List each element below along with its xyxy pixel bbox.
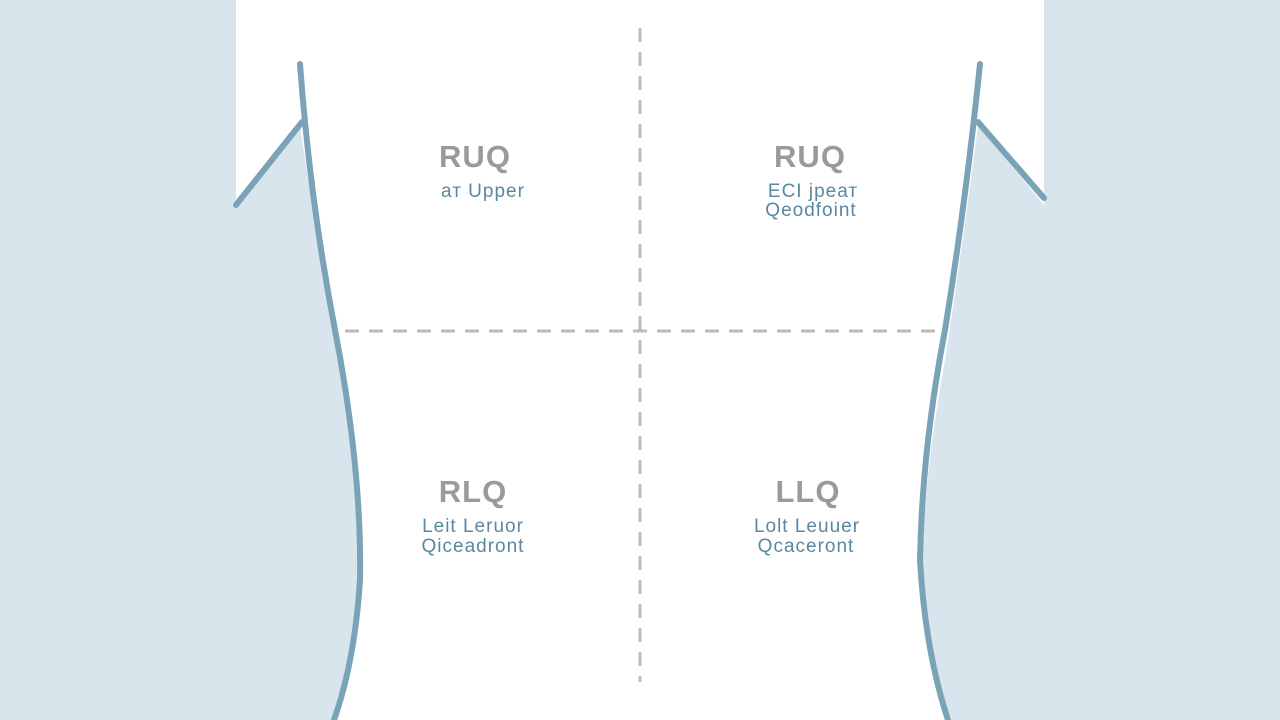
- quadrant-lower-right: LLQ Lolt Leuuer Qcaceront: [754, 474, 860, 557]
- quadrant-code: RLQ: [439, 474, 507, 509]
- left-flank-shade: [236, 125, 361, 720]
- quadrant-label-line-1: ЕСІ јреат: [768, 181, 858, 202]
- quadrant-code: LLQ: [776, 474, 841, 509]
- quadrant-label-line-2: Qeodfoint: [765, 200, 856, 221]
- right-flank-shade: [922, 125, 1044, 720]
- quadrant-label-line-2: Qcaceront: [758, 536, 855, 557]
- quadrant-upper-left: RUQ ат Upper: [439, 139, 525, 202]
- quadrant-code: RUQ: [774, 139, 846, 174]
- quadrant-lower-left: RLQ Leit Leruor Qiceadront: [422, 474, 525, 557]
- quadrant-label-line-2: Qiceadront: [422, 536, 525, 557]
- left-body-outline: [297, 61, 364, 720]
- torso-panel: [236, 0, 1044, 720]
- quadrant-label-line-1: Leit Leruor: [422, 516, 524, 537]
- right-body-outline: [916, 61, 983, 720]
- quadrant-label-line-1: ат Upper: [441, 181, 525, 202]
- right-shoulder-line: [975, 119, 1047, 201]
- left-shoulder-line: [233, 119, 305, 208]
- quadrant-label-line-1: Lolt Leuuer: [754, 516, 860, 537]
- quadrant-upper-right: RUQ ЕСІ јреат Qeodfoint: [765, 139, 858, 221]
- quadrant-code: RUQ: [439, 139, 511, 174]
